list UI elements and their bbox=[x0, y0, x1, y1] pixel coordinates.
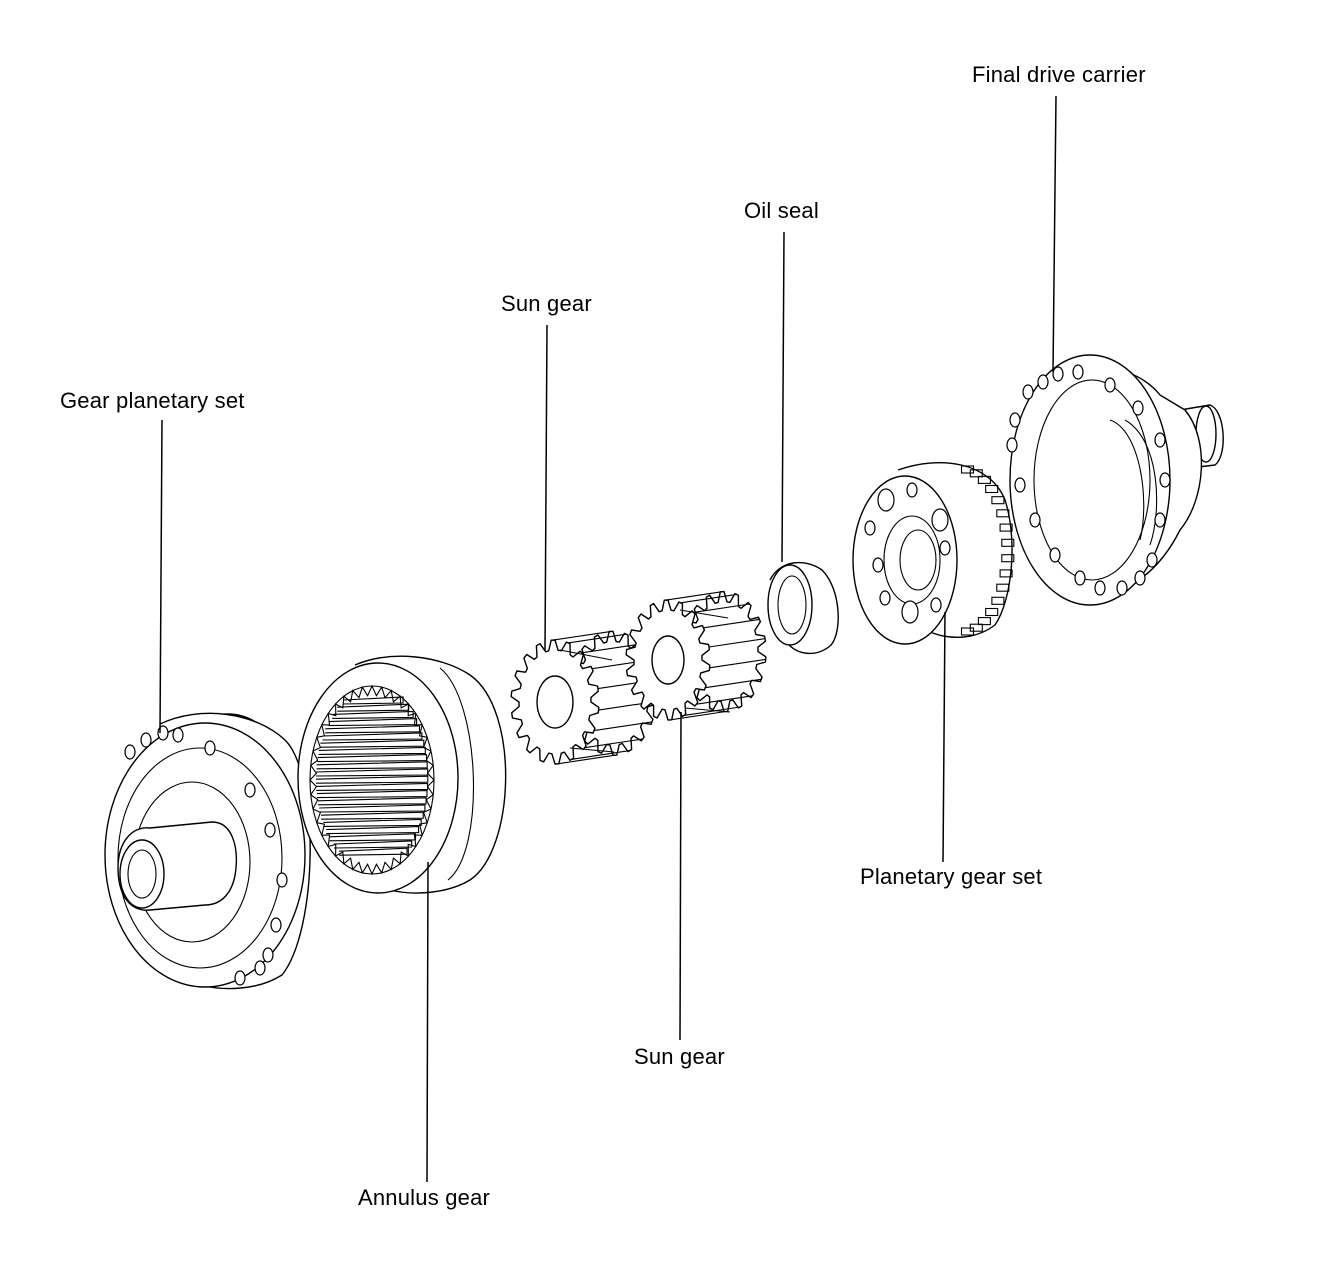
annulus-tooth bbox=[326, 826, 420, 835]
annulus-tooth bbox=[325, 725, 421, 734]
leader-planetary-gear-set bbox=[942, 611, 946, 863]
annulus-tooth bbox=[328, 718, 418, 727]
planet-gear-tooth bbox=[1001, 538, 1015, 547]
planet-gear-tooth bbox=[969, 469, 983, 478]
gear-tooth-ridge bbox=[584, 738, 643, 749]
gear-tooth-ridge bbox=[553, 630, 612, 641]
gear-tooth-ridge bbox=[581, 643, 640, 654]
planet-gear-tooth bbox=[999, 523, 1013, 532]
gear-tooth-ridge bbox=[666, 591, 723, 601]
flange-bolt-holes bbox=[124, 725, 288, 986]
annulus-tooth bbox=[339, 847, 408, 856]
gear-tooth-ridge bbox=[593, 721, 653, 732]
annulus-tooth bbox=[343, 696, 404, 705]
leader-oil-seal bbox=[781, 231, 785, 563]
annulus-tooth bbox=[323, 818, 422, 827]
annulus-tooth bbox=[317, 754, 428, 763]
leader-lines bbox=[159, 95, 1057, 1183]
planet-gear-tooth bbox=[999, 569, 1013, 578]
label-sun-gear-bottom: Sun gear bbox=[634, 1044, 725, 1069]
gear-tooth-ridge bbox=[708, 638, 766, 648]
gear-tooth-ridge bbox=[680, 593, 737, 604]
planet-gear-tooth bbox=[996, 583, 1010, 592]
annulus-tooth bbox=[315, 775, 429, 784]
gear-tooth-ridge bbox=[669, 710, 726, 721]
gear-tooth-ridge bbox=[568, 633, 627, 644]
annulus-gear-part bbox=[297, 655, 507, 894]
planet-gear-tooth bbox=[960, 627, 975, 636]
planet-gear-tooth bbox=[977, 617, 991, 626]
carrier-holes bbox=[864, 482, 951, 624]
gear-tooth-ridge bbox=[703, 618, 760, 629]
planet-gear-tooth bbox=[991, 596, 1005, 605]
oil-seal-part bbox=[767, 561, 839, 655]
gear-tooth-ridge bbox=[709, 658, 766, 669]
planet-gear-tooth bbox=[991, 496, 1005, 505]
leader-final-drive-carrier bbox=[1052, 95, 1057, 373]
planet-gear-tooth bbox=[985, 607, 999, 617]
final-drive-carrier-part bbox=[1006, 354, 1224, 606]
label-gear-planetary-set: Gear planetary set bbox=[60, 388, 245, 413]
annulus-tooth bbox=[329, 833, 417, 842]
gear-tooth-ridge bbox=[693, 603, 750, 613]
label-annulus-gear: Annulus gear bbox=[358, 1185, 491, 1210]
planet-gear-tooth bbox=[977, 475, 991, 484]
gear-tooth-ridge bbox=[684, 706, 741, 716]
annulus-tooth bbox=[316, 790, 428, 799]
annulus-tooth bbox=[318, 746, 426, 755]
carrier-bolt-holes bbox=[1006, 364, 1171, 596]
annulus-tooth bbox=[320, 739, 425, 748]
leader-sun-gear-top bbox=[544, 324, 548, 651]
leader-gear-planetary-set bbox=[159, 419, 163, 734]
leader-sun-gear-bottom bbox=[679, 711, 682, 1041]
planet-gear-tooth bbox=[996, 509, 1010, 518]
annulus-tooth bbox=[321, 811, 424, 820]
gear-tooth-ridge bbox=[705, 678, 762, 689]
gear-tooth-ridge bbox=[556, 754, 615, 765]
planetary-gear-set-part bbox=[852, 461, 1015, 645]
label-planetary-gear-set: Planetary gear set bbox=[860, 864, 1043, 889]
planet-gear-tooth bbox=[985, 484, 999, 494]
leader-annulus-gear bbox=[426, 861, 429, 1183]
label-oil-seal: Oil seal bbox=[744, 198, 819, 223]
annulus-tooth bbox=[319, 804, 426, 813]
sun-gear-right-part bbox=[625, 590, 767, 721]
annulus-tooth bbox=[316, 768, 429, 777]
annulus-tooth bbox=[333, 840, 413, 849]
planet-gear-tooth bbox=[1001, 554, 1015, 563]
gear-tooth-ridge bbox=[571, 750, 630, 760]
annulus-serrated-edge bbox=[309, 684, 435, 876]
label-final-drive-carrier: Final drive carrier bbox=[972, 62, 1146, 87]
gear-tooth-ridge bbox=[696, 695, 753, 705]
annulus-tooth bbox=[317, 797, 427, 806]
gear-planetary-set-part bbox=[104, 712, 311, 990]
label-sun-gear-top: Sun gear bbox=[501, 291, 592, 316]
annulus-tooth bbox=[316, 761, 428, 770]
annulus-internal-teeth bbox=[309, 684, 435, 876]
